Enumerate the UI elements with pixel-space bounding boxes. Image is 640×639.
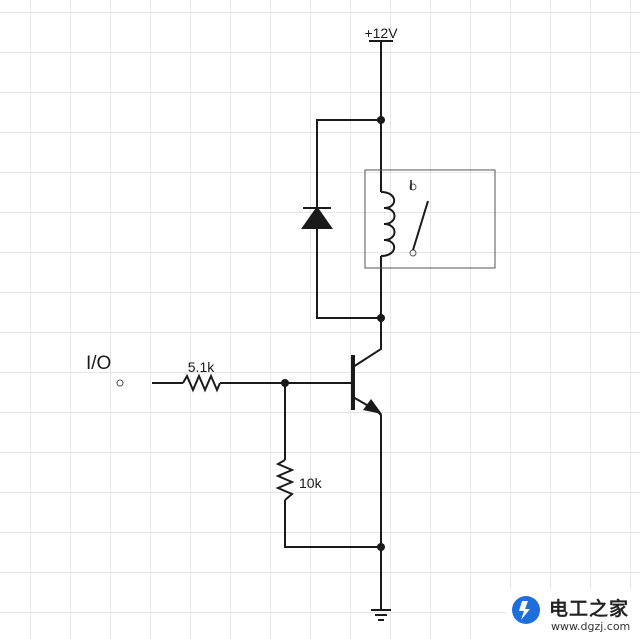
collector-wire xyxy=(352,318,382,368)
diode-branch-wire xyxy=(316,119,381,319)
base-resistor xyxy=(182,373,221,393)
supply-label: +12V xyxy=(364,25,398,41)
relay-contact-bottom xyxy=(409,249,417,257)
relay-contact-top xyxy=(409,183,417,191)
base-resistor-label: 5.1k xyxy=(188,359,215,375)
pulldown-bottom-wire xyxy=(284,500,381,548)
relay-box xyxy=(364,169,496,269)
relay-coil xyxy=(380,191,396,257)
pulldown-resistor-label: 10k xyxy=(299,475,323,491)
watermark: 电工之家 www.dgzj.com xyxy=(507,589,640,639)
io-terminal xyxy=(116,379,124,387)
io-label: I/O xyxy=(86,353,111,374)
watermark-url: www.dgzj.com xyxy=(551,620,631,633)
emitter-arrow xyxy=(363,399,382,414)
watermark-logo-icon xyxy=(512,596,540,624)
emitter-wire xyxy=(376,410,382,610)
relay-switch-arm xyxy=(412,200,429,251)
watermark-title: 电工之家 xyxy=(549,598,630,620)
flyback-diode xyxy=(301,206,333,229)
pulldown-resistor xyxy=(275,459,295,501)
node-dot-top xyxy=(377,116,385,124)
